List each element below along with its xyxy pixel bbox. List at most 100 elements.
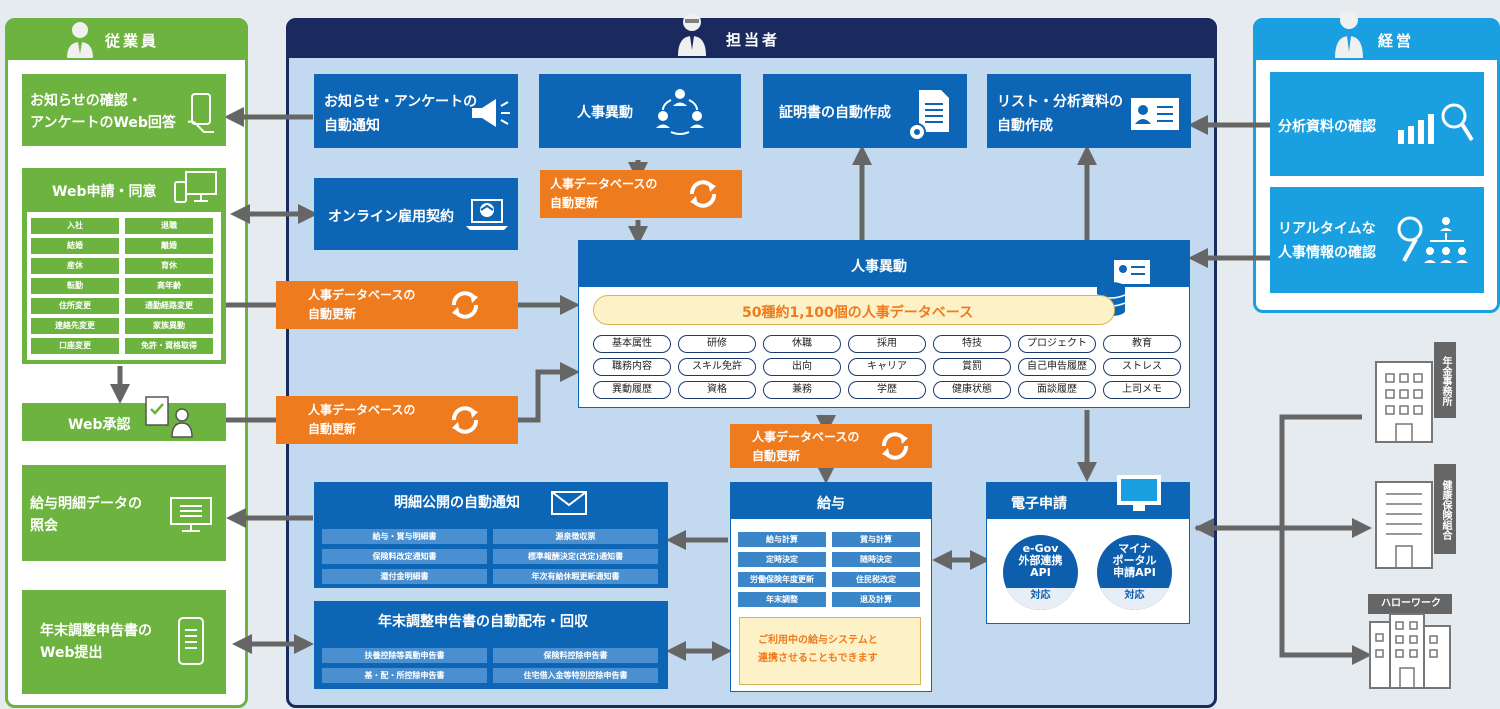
personnel-move-label: 人事異動 [577, 105, 633, 121]
auto-notice-box[interactable]: お知らせ・アンケートの 自動通知 [314, 74, 518, 148]
hr-item-8: スキル免許 [678, 358, 756, 376]
db-update-label: 人事データベースの 自動更新 [752, 430, 860, 463]
yearend-submit-label: 年末調整申告書の Web提出 [40, 623, 152, 661]
hr-item-0: 基本属性 [593, 335, 671, 353]
management-header: 経営 [1253, 11, 1500, 60]
mynaportal-supported: 対応 [1097, 588, 1172, 610]
yearend-item-0: 扶養控除等異動申告書 [322, 648, 487, 663]
egov-supported: 対応 [1003, 588, 1078, 610]
health-insurance-building-icon [1375, 464, 1456, 569]
hellowork-building-icon [1368, 594, 1452, 689]
document-gear-icon [908, 90, 949, 141]
employee-header: 従業員 [5, 18, 248, 60]
db-update-middle: 人事データベースの 自動更新 [730, 424, 932, 468]
online-contract-box[interactable]: オンライン雇用契約 [314, 178, 518, 250]
hr-item-2: 休職 [763, 335, 841, 353]
payroll-item-1: 賞与計算 [832, 532, 920, 547]
web-approval-box[interactable]: Web承認 [22, 396, 226, 441]
hr-database-title: 人事異動 [851, 259, 907, 275]
megaphone-icon [472, 99, 510, 127]
db-update-left1: 人事データベースの 自動更新 [276, 281, 518, 329]
yearend-submit-box[interactable]: 年末調整申告書の Web提出 [22, 590, 226, 694]
laptop-handshake-icon [466, 199, 508, 230]
hr-item-6: 教育 [1103, 335, 1181, 353]
analysis-check-label: 分析資料の確認 [1278, 119, 1376, 135]
pension-office-label: 年金事務所 [1440, 356, 1451, 406]
db-update-label: 人事データベースの 自動更新 [550, 177, 658, 210]
apply-item-5: 育休 [125, 258, 213, 274]
payslip-notice-item-1: 源泉徴収票 [493, 529, 658, 544]
realtime-check-label: リアルタイムな 人事情報の確認 [1278, 221, 1376, 261]
payroll-note-box: ご利用中の給与システムと 連携させることもできます [739, 617, 921, 685]
notice-answer-box[interactable]: お知らせの確認・ アンケートのWeb回答 [22, 74, 226, 146]
refresh-icon [882, 432, 908, 460]
payslip-notice-item-4: 還付金明細書 [322, 569, 487, 584]
employee-title: 従業員 [105, 32, 160, 50]
payroll-item-0: 給与計算 [738, 532, 826, 547]
personnel-move-box[interactable]: 人事異動 [539, 74, 741, 148]
smartphone-icon [178, 617, 204, 665]
hr-item-17: 学歴 [848, 381, 926, 399]
apply-item-11: 家族異動 [125, 318, 213, 334]
hr-item-16: 兼務 [763, 381, 841, 399]
staff-header: 担当者 [286, 13, 1217, 58]
monitor-phone-icon [174, 171, 217, 203]
mynaportal-api-badge: マイナ ポータル 申請API 対応 [1097, 535, 1172, 610]
analysis-check-box[interactable]: 分析資料の確認 [1270, 72, 1484, 176]
payslip-view-box[interactable]: 給与明細データの 照会 [22, 465, 226, 561]
payroll-header: 給与 [731, 483, 931, 519]
hr-item-13: ストレス [1103, 358, 1181, 376]
egov-api-label: e-Gov 外部連携 API [1018, 542, 1063, 579]
payslip-notice-item-5: 年次有給休暇更新通知書 [493, 569, 658, 584]
list-auto-box[interactable]: リスト・分析資料の 自動作成 [987, 74, 1191, 148]
org-chart-magnifier-icon [1397, 216, 1468, 263]
hr-database-banner-text: 50種約1,100個の人事データベース [742, 305, 974, 321]
db-update-left2: 人事データベースの 自動更新 [276, 396, 518, 444]
chart-magnifier-icon [1398, 103, 1474, 144]
payslip-notice-title: 明細公開の自動通知 [394, 495, 520, 511]
hr-item-14: 異動履歴 [593, 381, 671, 399]
yearend-item-1: 保険料控除申告書 [493, 648, 658, 663]
id-card-icon [1131, 98, 1179, 130]
apply-item-0: 入社 [31, 218, 119, 234]
apply-item-3: 離婚 [125, 238, 213, 254]
online-contract-label: オンライン雇用契約 [328, 209, 454, 225]
apply-item-6: 転勤 [31, 278, 119, 294]
yearend-distribute-title: 年末調整申告書の自動配布・回収 [378, 614, 588, 630]
payslip-notice-item-3: 標準報酬決定(改定)通知書 [493, 549, 658, 564]
approval-document-icon [145, 396, 193, 438]
payroll-item-4: 労働保険年度更新 [738, 572, 826, 587]
pension-office-building-icon [1375, 342, 1456, 443]
payslip-notice-item-0: 給与・賞与明細書 [322, 529, 487, 544]
person-icon [678, 13, 706, 56]
hr-item-10: キャリア [848, 358, 926, 376]
hr-item-4: 特技 [933, 335, 1011, 353]
payroll-item-6: 年末調整 [738, 592, 826, 607]
list-auto-label: リスト・分析資料の 自動作成 [997, 94, 1123, 134]
realtime-check-box[interactable]: リアルタイムな 人事情報の確認 [1270, 187, 1484, 293]
hr-item-11: 賞罰 [933, 358, 1011, 376]
cert-auto-box[interactable]: 証明書の自動作成 [763, 74, 967, 148]
hr-item-1: 研修 [678, 335, 756, 353]
person-icon [67, 22, 93, 58]
apply-item-12: 口座変更 [31, 338, 119, 354]
health-insurance-label: 健康保険組合 [1440, 480, 1451, 540]
monitor-document-icon [170, 497, 212, 532]
refresh-icon [690, 180, 716, 208]
hr-item-15: 資格 [678, 381, 756, 399]
hr-item-7: 職務内容 [593, 358, 671, 376]
monitor-icon [1117, 475, 1161, 511]
hr-item-3: 採用 [848, 335, 926, 353]
apply-item-10: 連絡先変更 [31, 318, 119, 334]
hr-item-19: 面談履歴 [1018, 381, 1096, 399]
people-rotation-icon [656, 89, 704, 135]
payroll-note: ご利用中の給与システムと 連携させることもできます [758, 635, 878, 664]
person-icon [1335, 11, 1363, 58]
apply-item-7: 高年齢 [125, 278, 213, 294]
apply-item-8: 住所変更 [31, 298, 119, 314]
db-update-label: 人事データベースの 自動更新 [308, 288, 416, 321]
payroll-box: 給与 ご利用中の給与システムと 連携させることもできます [730, 482, 932, 692]
apply-item-9: 通勤経路変更 [125, 298, 213, 314]
hr-database-header: 人事異動 [579, 241, 1189, 287]
apply-item-2: 結婚 [31, 238, 119, 254]
